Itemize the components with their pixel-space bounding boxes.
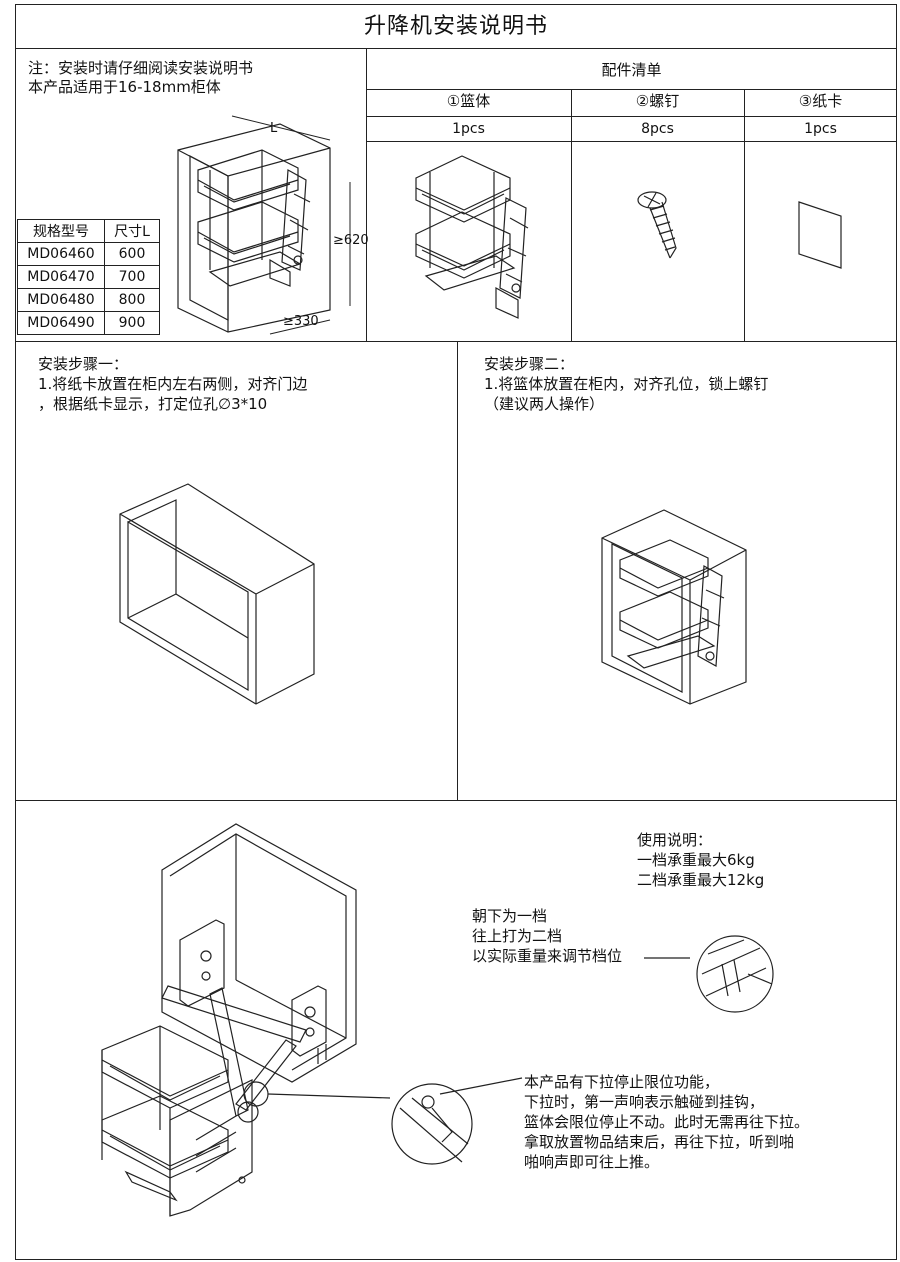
instruction-sheet (15, 4, 897, 1260)
table-row: MD06460 600 (17, 242, 160, 266)
part-qty-card: 1pcs (804, 121, 837, 137)
model-cell: MD06490 (17, 311, 105, 335)
title-divider (15, 48, 897, 49)
usage-load-gear1: 一档承重最大6kg (637, 851, 755, 869)
step1-line1: 1.将纸卡放置在柜内左右两侧，对齐门边 (38, 375, 308, 393)
parts-col-divider-2 (744, 89, 745, 341)
part-name-screw: ②螺钉 (635, 92, 680, 110)
model-cell: MD06460 (17, 242, 105, 266)
step1-line2: ，根据纸卡显示，打定位孔∅3*10 (38, 395, 268, 413)
dim-width-label: L (270, 121, 278, 136)
step2-line1: 1.将篮体放置在柜内，对齐孔位，锁上螺钉 (484, 375, 769, 393)
table-row: MD06470 700 (17, 265, 160, 289)
size-cell: 800 (104, 288, 160, 312)
part-qty-screw: 8pcs (641, 121, 674, 137)
usage-load-gear2: 二档承重最大12kg (637, 871, 765, 889)
top-section-bottom (15, 341, 897, 342)
table-row: MD06480 800 (17, 288, 160, 312)
page-title: 升降机安装说明书 (363, 14, 548, 39)
spec-table-header: 规格型号 尺寸L (17, 219, 160, 243)
gear-detail-callout (640, 934, 780, 1014)
steps-bottom (15, 800, 897, 801)
basket-part-drawing (410, 148, 540, 328)
parts-name-divider (366, 116, 897, 117)
table-row: MD06490 900 (17, 311, 160, 335)
part-qty-basket: 1pcs (452, 121, 485, 137)
product-cabinet-drawing (170, 110, 365, 335)
stop-note-line4: 拿取放置物品结束后，再往下拉，听到啪 (524, 1133, 795, 1151)
part-name-basket: ①篮体 (446, 92, 491, 110)
steps-divider (457, 341, 458, 800)
stop-detail-callout (240, 1072, 525, 1182)
paper-card-icon (795, 198, 845, 270)
parts-heading-divider (366, 89, 897, 90)
parts-heading: 配件清单 (601, 61, 662, 79)
screw-icon (636, 188, 686, 268)
stop-note-line1: 本产品有下拉停止限位功能， (524, 1073, 720, 1091)
stop-note-line5: 啪响声即可往上推。 (524, 1153, 660, 1171)
model-cell: MD06480 (17, 288, 105, 312)
size-cell: 700 (104, 265, 160, 289)
pulled-down-basket-drawing (96, 820, 366, 1220)
model-cell: MD06470 (17, 265, 105, 289)
step2-title: 安装步骤二： (484, 355, 575, 373)
stop-note-line3: 篮体会限位停止不动。此时无需再往下拉。 (524, 1113, 810, 1131)
gear-note-down: 朝下为一档 (472, 907, 548, 925)
spec-table: 规格型号 尺寸L MD06460 600 MD06470 700 MD06480… (17, 219, 160, 335)
top-section-divider (366, 48, 367, 341)
size-cell: 600 (104, 242, 160, 266)
size-cell: 900 (104, 311, 160, 335)
install-note: 注：安装时请仔细阅读安装说明书 (28, 59, 254, 77)
gear-note-up: 往上打为二档 (472, 927, 563, 945)
part-name-card: ③纸卡 (798, 92, 843, 110)
empty-cabinet-drawing (118, 482, 318, 707)
cabinet-note: 本产品适用于16-18mm柜体 (28, 78, 221, 96)
gear-note-adjust: 以实际重量来调节档位 (472, 947, 623, 965)
step1-title: 安装步骤一： (38, 355, 129, 373)
cabinet-with-basket-drawing (598, 506, 750, 706)
col-model-header: 规格型号 (17, 219, 105, 243)
parts-qty-divider (366, 141, 897, 142)
parts-col-divider-1 (571, 89, 572, 341)
dim-depth-label: ≥330 (283, 314, 319, 329)
col-size-header: 尺寸L (104, 219, 160, 243)
dim-height-label: ≥620 (333, 233, 369, 248)
step2-line2: （建议两人操作） (484, 395, 605, 413)
stop-note-line2: 下拉时，第一声响表示触碰到挂钩， (524, 1093, 765, 1111)
usage-title: 使用说明： (637, 831, 713, 849)
